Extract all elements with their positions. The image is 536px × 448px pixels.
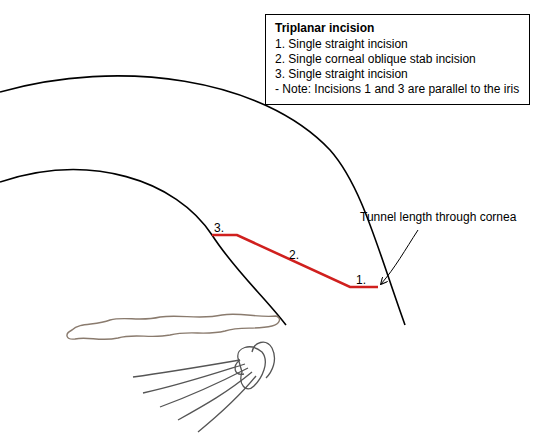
ciliary-body — [133, 342, 274, 432]
incision-path — [212, 235, 378, 287]
legend-item: 3. Single straight incision — [275, 67, 520, 82]
legend-heading: Triplanar incision — [275, 21, 520, 36]
legend-item: 2. Single corneal oblique stab incision — [275, 52, 520, 67]
cornea-outer — [0, 76, 405, 325]
iris — [67, 314, 280, 339]
legend-item: 1. Single straight incision — [275, 37, 520, 52]
callout-number: 1. — [356, 273, 366, 287]
callout-number: 2. — [289, 248, 299, 262]
legend-item: - Note: Incisions 1 and 3 are parallel t… — [275, 82, 520, 97]
cornea-inner — [0, 170, 286, 325]
legend-box: Triplanar incision1. Single straight inc… — [265, 14, 530, 105]
callout-number: 3. — [214, 221, 224, 235]
leader-arrow — [381, 230, 418, 284]
annotation-label: Tunnel length through cornea — [360, 210, 516, 224]
